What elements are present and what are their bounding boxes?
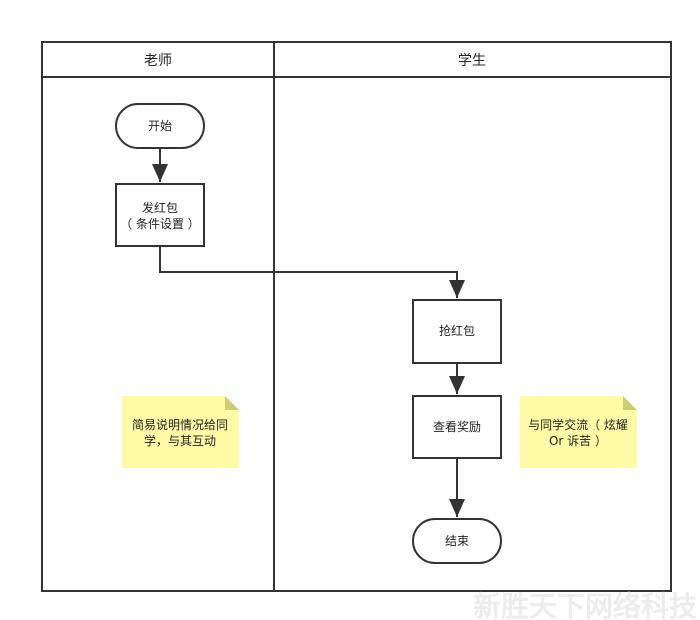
send-redpacket-node[interactable]: [115, 183, 205, 247]
arrow-send-grab: [159, 246, 465, 298]
end-label: 结束: [445, 534, 469, 548]
view-reward-node[interactable]: [412, 395, 502, 459]
teacher-note-line1: 简易说明情况给同: [132, 417, 228, 432]
student-note-line2: Or 诉苦 ）: [549, 434, 607, 448]
start-label: 开始: [148, 119, 172, 133]
grab-label: 抢红包: [439, 323, 475, 338]
student-note-line1: 与同学交流（ 炫耀: [528, 417, 628, 432]
grab-redpacket-node[interactable]: [412, 299, 502, 364]
teacher-note-line2: 学，与其互动: [144, 433, 216, 448]
view-label: 查看奖励: [433, 420, 481, 434]
start-node[interactable]: [115, 103, 205, 149]
send-label-2: （ 条件设置 ）: [120, 217, 200, 231]
send-label-1: 发红包: [142, 200, 178, 215]
lane-teacher-title: 老师: [144, 53, 172, 69]
pool-frame: [41, 41, 672, 592]
student-note[interactable]: 与同学交流（ 炫耀 Or 诉苦 ）: [520, 396, 637, 468]
lane-student-title: 学生: [458, 53, 486, 69]
watermark: 新胜天下网络科技: [473, 590, 697, 620]
teacher-note[interactable]: 简易说明情况给同 学，与其互动: [122, 396, 239, 468]
end-node[interactable]: [412, 518, 502, 564]
